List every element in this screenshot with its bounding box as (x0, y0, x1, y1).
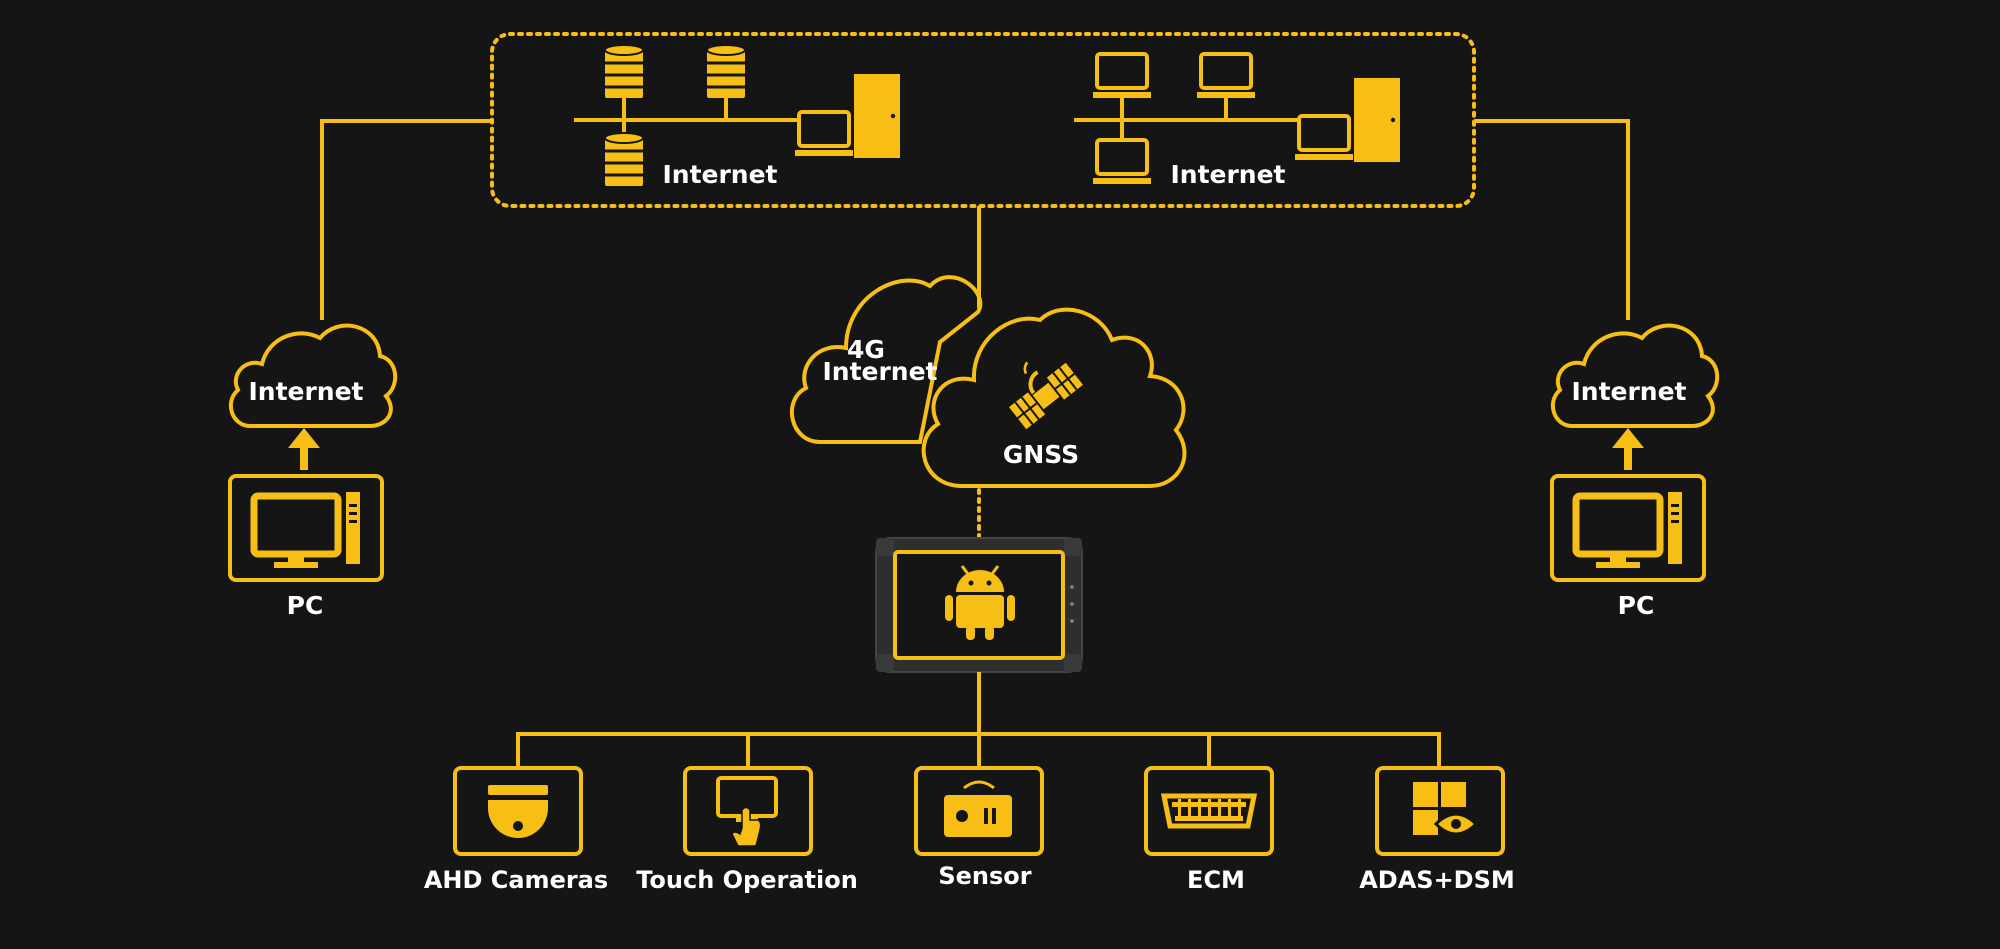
arrow-up-icon (1612, 428, 1644, 470)
adas-eye-icon (1413, 782, 1479, 836)
server-group-left: Internet (574, 43, 900, 189)
monitor-icon (1091, 52, 1153, 100)
sensor-icon (944, 780, 1012, 837)
server-group-right: Internet (1074, 52, 1400, 189)
database-icon (603, 131, 645, 188)
server-group-right-label: Internet (1170, 160, 1285, 189)
peripheral-ecm: ECM (1144, 766, 1274, 894)
cloud-gnss: GNSS (921, 307, 1187, 488)
cloud-gnss-label: GNSS (1003, 440, 1079, 469)
server-door-icon (854, 74, 900, 158)
desktop-computer-icon (230, 476, 382, 580)
monitor-icon (793, 110, 855, 158)
cloud-left-label: Internet (248, 377, 363, 406)
peripheral-label: AHD Cameras (424, 866, 608, 894)
peripheral-touch-operation: Touch Operation (636, 766, 858, 894)
database-icon (603, 43, 645, 100)
cloud-left: Internet (228, 323, 398, 428)
monitor-icon (1091, 138, 1153, 186)
peripheral-adas-dsm: ADAS+DSM (1359, 766, 1515, 894)
peripheral-label: Touch Operation (636, 866, 858, 894)
rugged-tablet (875, 537, 1083, 673)
peripheral-label: ADAS+DSM (1359, 866, 1515, 894)
pc-right-label: PC (1618, 591, 1655, 620)
peripheral-label: ECM (1187, 866, 1245, 894)
server-door-icon (1354, 78, 1400, 162)
pc-left: PC (230, 476, 382, 620)
peripheral-ahd-cameras: AHD Cameras (424, 766, 608, 894)
server-group-left-label: Internet (662, 160, 777, 189)
dome-camera-icon (488, 785, 548, 838)
cloud-4g: 4G Internet (789, 275, 983, 444)
cloud-right: Internet (1550, 323, 1720, 428)
monitor-icon (1195, 52, 1257, 100)
cloud-4g-label-line1: 4G (847, 335, 885, 364)
pc-left-label: PC (287, 591, 324, 620)
peripheral-label: Sensor (938, 862, 1031, 890)
android-icon (945, 565, 1015, 640)
satellite-icon (1009, 361, 1083, 430)
database-icon (705, 43, 747, 100)
monitor-icon (1293, 114, 1355, 162)
touch-screen-icon (716, 776, 778, 847)
desktop-computer-icon (1552, 476, 1704, 580)
cloud-right-label: Internet (1571, 377, 1686, 406)
connector-port-icon (1160, 793, 1258, 829)
arrow-up-icon (288, 428, 320, 470)
cloud-4g-label-line2: Internet (822, 357, 937, 386)
peripheral-sensor: Sensor (914, 766, 1044, 890)
pc-right: PC (1552, 476, 1704, 620)
